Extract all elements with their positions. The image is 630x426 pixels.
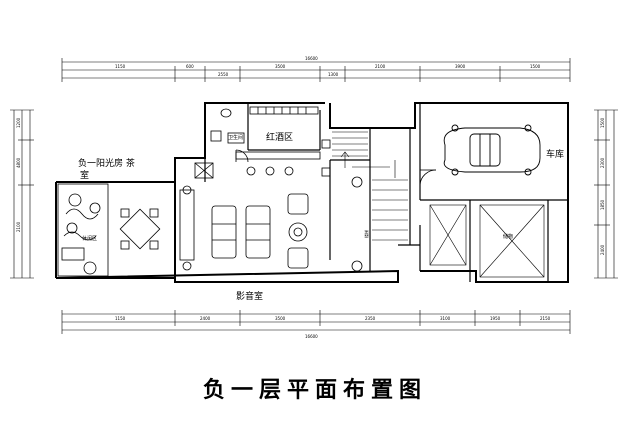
right-segment-dims: 1500 2300 1850 2400: [600, 117, 605, 255]
dim-label: 1500: [530, 64, 541, 69]
left-segment-dims: 1200 4800 2100: [16, 117, 21, 232]
dim-label: 4800: [16, 157, 21, 168]
dim-label: 1200: [16, 117, 21, 128]
dim-label: 2350: [365, 316, 376, 321]
wine-area-label: 红酒区: [266, 131, 293, 143]
left-dimension-chain: [10, 109, 34, 279]
restroom-label: 卫生间: [228, 134, 243, 141]
dim-label: 3900: [455, 64, 466, 69]
dim-label: 2100: [16, 221, 21, 232]
wine-area-cabinets: [235, 106, 331, 177]
top-segment-dims: 1150 600 2550 3500 1300 2100 3900 1500: [115, 64, 541, 77]
dim-label: 2300: [600, 157, 605, 168]
storage-cabinets: [429, 204, 545, 278]
dim-label: 3500: [275, 64, 286, 69]
bottom-dimension-chain: [61, 310, 571, 334]
sunroom-label-line1: 负一阳光房 茶: [78, 157, 135, 169]
tea-room-furniture: [57, 183, 161, 277]
dim-label: 3100: [440, 316, 451, 321]
leisure-label: 休闲区: [82, 235, 97, 242]
dim-label: 600: [186, 64, 194, 69]
dim-label: 2550: [218, 72, 229, 77]
top-total-dim: 16600: [305, 56, 318, 61]
dim-label: 2150: [540, 316, 551, 321]
dim-label: 2100: [375, 64, 386, 69]
right-dimension-chain: [594, 109, 618, 279]
dim-label: 3500: [275, 316, 286, 321]
stair-note-label: 楼梯: [363, 230, 369, 238]
staircase: [332, 131, 408, 241]
dim-label: 1850: [600, 199, 605, 210]
dim-label: 1150: [115, 64, 126, 69]
interior-walls: [204, 103, 568, 282]
sunroom-label-line2: 室: [80, 169, 89, 181]
storage-label: 储物: [503, 233, 513, 240]
garage-car: [443, 124, 541, 176]
top-dimension-chain: [61, 58, 571, 82]
bottom-total-dim: 16600: [305, 334, 318, 339]
dim-label: 1500: [600, 117, 605, 128]
garage-label: 车库: [546, 148, 564, 160]
dim-label: 2400: [200, 316, 211, 321]
bottom-segment-dims: 1150 2400 3500 2350 3100 1950 2150: [115, 316, 551, 321]
dim-label: 1300: [328, 72, 339, 77]
dim-label: 1950: [490, 316, 501, 321]
dim-label: 2400: [600, 244, 605, 255]
exterior-walls: [55, 102, 569, 283]
plan-title: 负一层平面布置图: [202, 378, 427, 403]
garage-door: [419, 169, 437, 186]
theater-label: 影音室: [236, 290, 263, 302]
dim-label: 1150: [115, 316, 126, 321]
restroom-fixtures: [210, 108, 249, 163]
theater-seating: [179, 162, 363, 272]
